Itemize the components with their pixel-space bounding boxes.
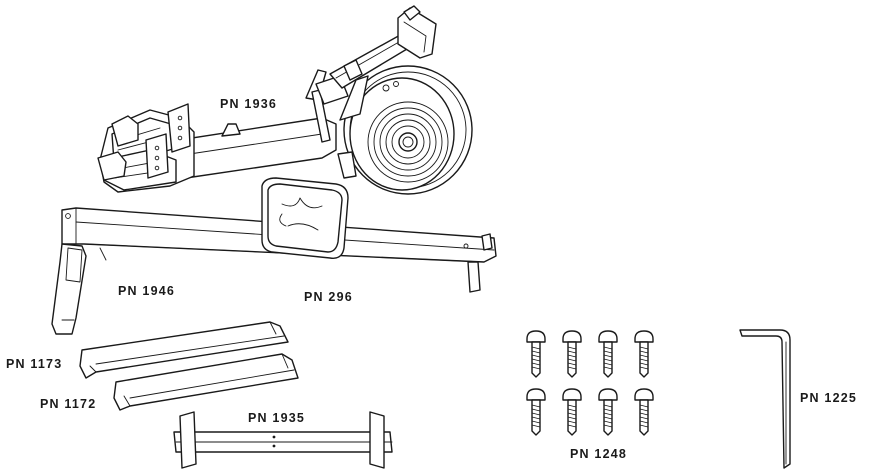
label-pn-1946: PN 1946 [118, 284, 175, 298]
label-pn-1935: PN 1935 [248, 411, 305, 425]
screws-drawing [526, 330, 654, 436]
screw [562, 388, 582, 436]
seat-drawing [261, 177, 349, 259]
screw [526, 388, 546, 436]
label-pn-1936: PN 1936 [220, 97, 277, 111]
screw [634, 388, 654, 436]
front-leg-1173-drawing [79, 321, 289, 379]
screw [634, 330, 654, 378]
label-pn-1248: PN 1248 [570, 447, 627, 461]
label-pn-1173: PN 1173 [6, 357, 62, 371]
label-pn-296: PN 296 [304, 290, 353, 304]
flywheel-grille [367, 101, 449, 183]
front-leg-1172-drawing [113, 353, 299, 411]
label-pn-1172: PN 1172 [40, 397, 96, 411]
label-pn-1225: PN 1225 [800, 391, 857, 405]
flywheel-assembly-drawing [97, 5, 473, 195]
screw [526, 330, 546, 378]
screw [562, 330, 582, 378]
front-crossbar-drawing [173, 411, 393, 469]
screw [598, 330, 618, 378]
screw [598, 388, 618, 436]
hex-key-drawing [739, 329, 791, 469]
